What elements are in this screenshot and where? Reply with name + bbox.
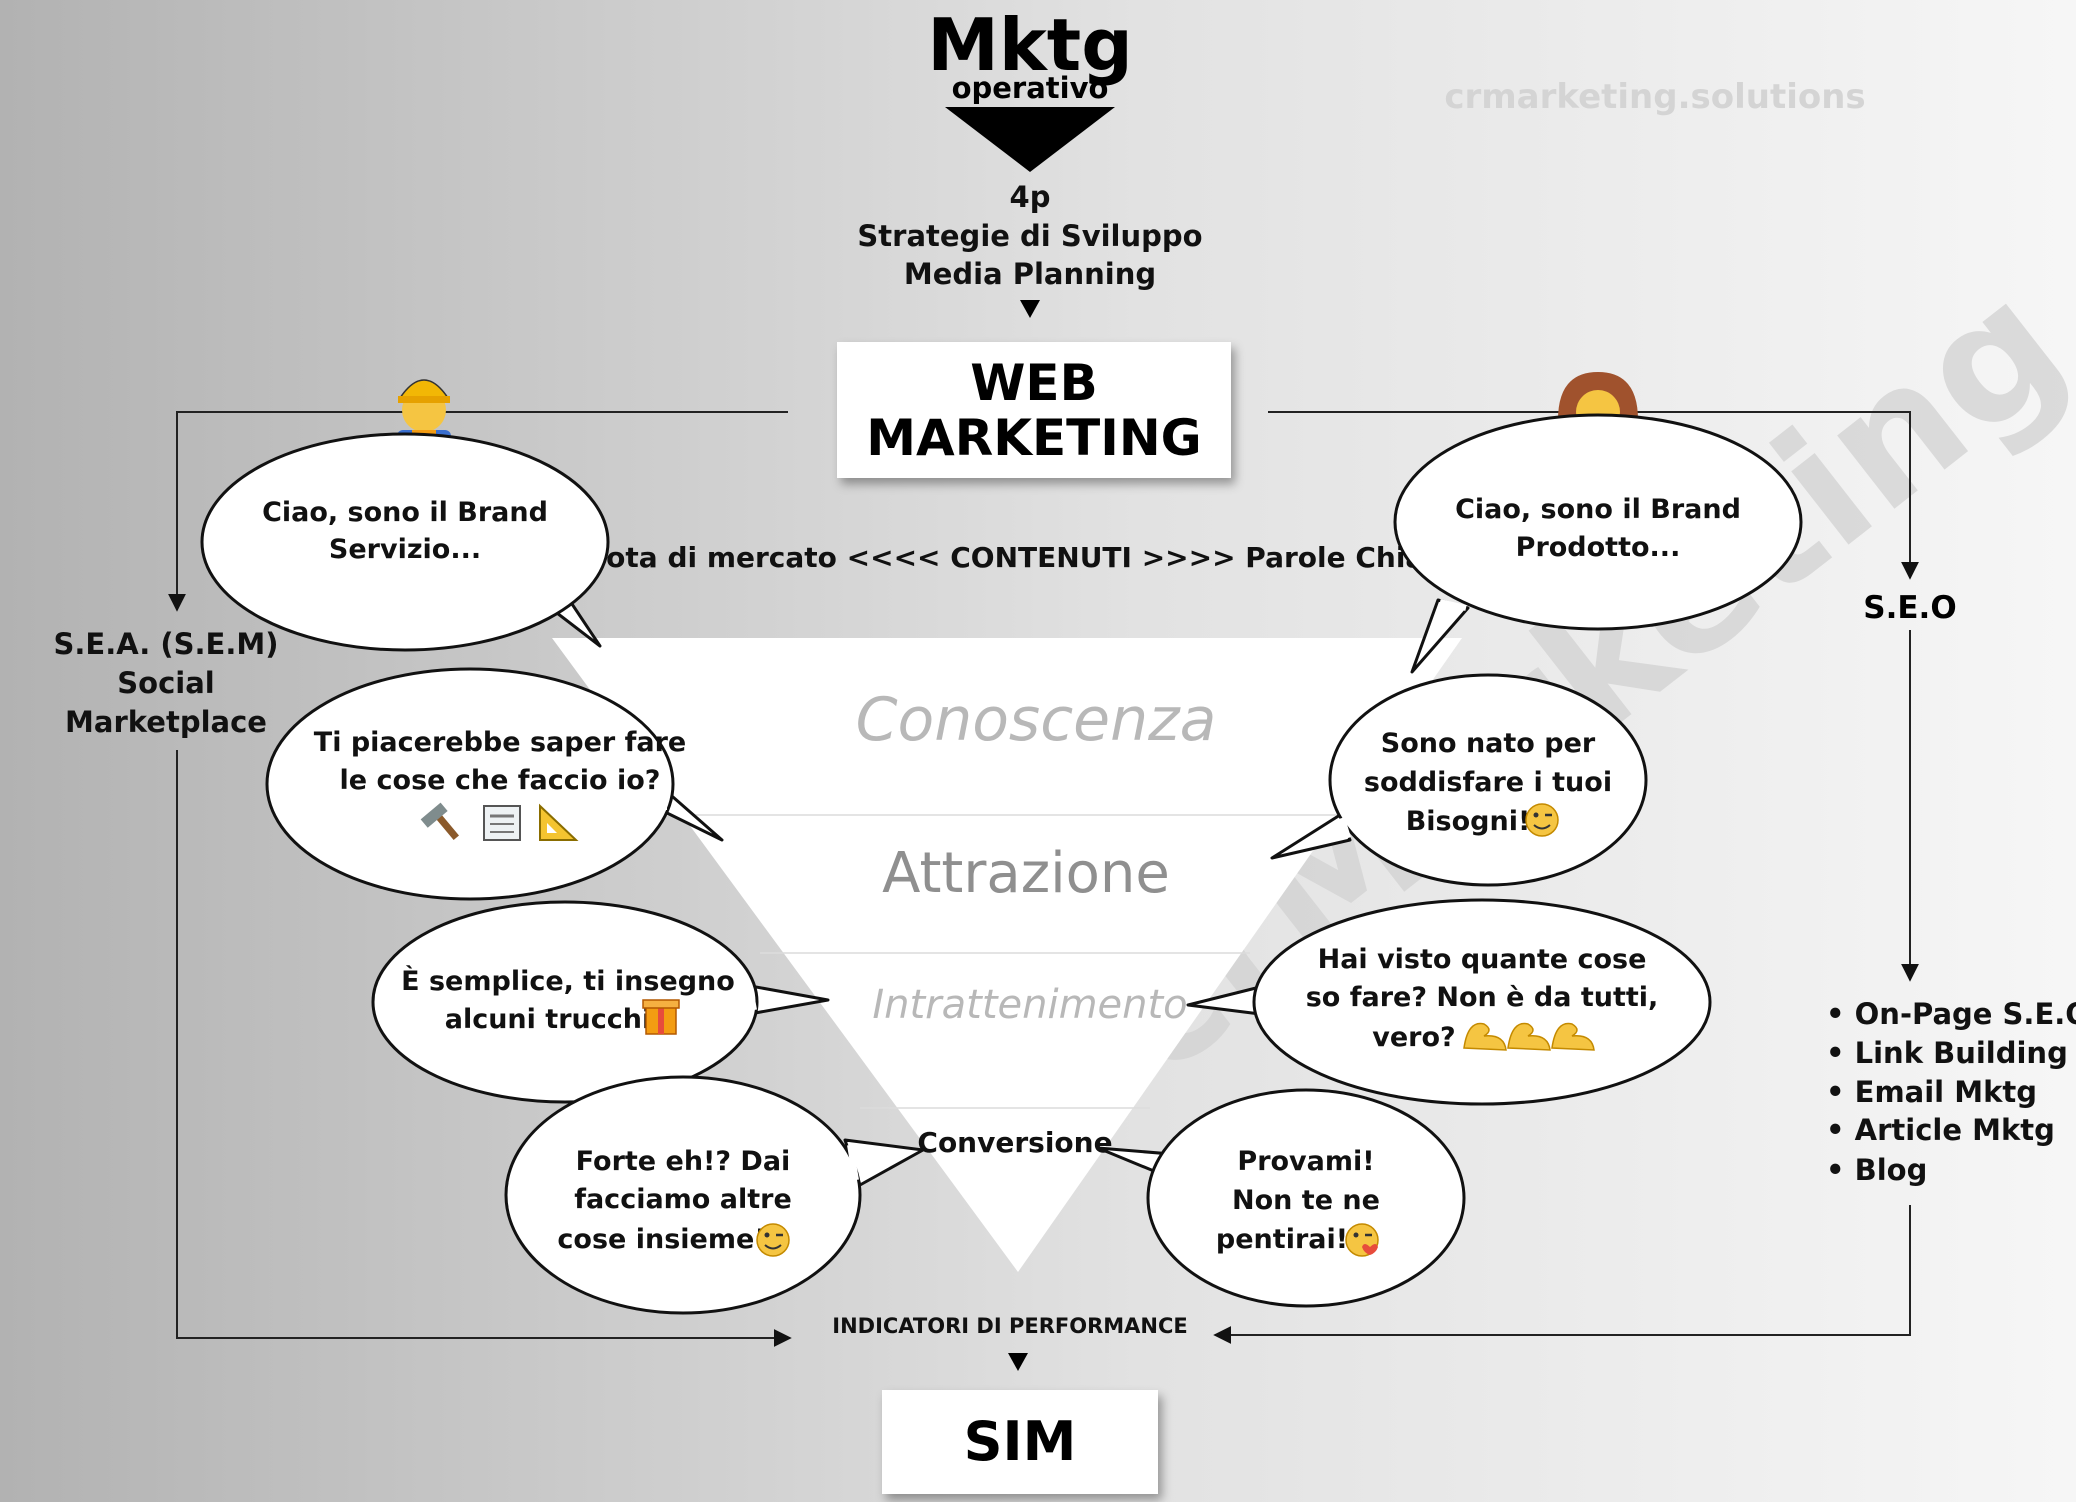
svg-text:Bisogni!: Bisogni! (1406, 806, 1531, 837)
connector-right-top (1268, 411, 1919, 580)
left-bubble-3: È semplice, ti insegno alcuni trucchi (371, 900, 830, 1104)
stage-conversione: Conversione (917, 1126, 1112, 1159)
svg-text:soddisfare i tuoi: soddisfare i tuoi (1364, 767, 1612, 798)
tagline: Quota di mercato <<<< CONTENUTI >>>> Par… (562, 541, 1461, 574)
web-marketing-box: WEB MARKETING (837, 342, 1231, 478)
left-bubble-4: Forte eh!? Dai facciamo altre cose insie… (504, 1075, 925, 1315)
funnel: Conoscenza Attrazione Intrattenimento Co… (552, 638, 1462, 1272)
web-marketing-line-1: WEB (970, 354, 1097, 412)
right-channel: S.E.O • On-Page S.E.O. • Link Building •… (1826, 590, 2076, 1187)
svg-text:Non te ne: Non te ne (1232, 1185, 1380, 1216)
seo-item: • Blog (1826, 1153, 1927, 1187)
svg-text:È semplice, ti insegno: È semplice, ti insegno (401, 965, 735, 997)
funnel-shape (552, 638, 1462, 1272)
connectors (168, 411, 1919, 1347)
left-channel-line-3: Marketplace (65, 705, 267, 739)
svg-text:alcuni trucchi: alcuni trucchi (445, 1004, 652, 1035)
header-arrow (945, 107, 1115, 172)
intro-arrow (1020, 300, 1040, 318)
svg-text:Provami!: Provami! (1237, 1146, 1374, 1177)
seo-item: • Article Mktg (1826, 1113, 2055, 1147)
kiss-icon (1345, 1223, 1379, 1257)
seo-item: • Link Building (1826, 1036, 2068, 1070)
left-bubble-1: Ciao, sono il Brand Servizio... (200, 432, 610, 652)
left-channel-line-1: S.E.A. (S.E.M) (54, 627, 279, 661)
svg-text:Forte eh!? Dai: Forte eh!? Dai (576, 1146, 791, 1177)
triangle-ruler-icon (539, 803, 579, 841)
svg-text:pentirai!: pentirai! (1216, 1224, 1348, 1255)
intro-line-1: 4p (1010, 180, 1051, 214)
header-title: Mktg (927, 3, 1133, 87)
seo-item: • On-Page S.E.O. (1826, 997, 2076, 1031)
svg-text:Servizio...: Servizio... (329, 534, 481, 565)
intro-line-3: Media Planning (904, 257, 1156, 291)
connector-left-top (168, 411, 788, 612)
svg-text:vero?: vero? (1372, 1022, 1455, 1053)
left-channel: S.E.A. (S.E.M) Social Marketplace (54, 627, 279, 739)
svg-text:le cose che faccio io?: le cose che faccio io? (340, 765, 661, 796)
stage-attrazione: Attrazione (882, 841, 1170, 906)
right-bubble-4: Provami! Non te ne pentirai! (1096, 1088, 1466, 1308)
wink-icon (1525, 803, 1559, 837)
flexed-biceps-icon (1463, 1022, 1595, 1051)
stage-conoscenza: Conoscenza (856, 685, 1217, 755)
right-bubble-2: Sono nato per soddisfare i tuoi Bisogni! (1270, 673, 1648, 887)
right-bubble-1: Ciao, sono il Brand Prodotto... (1393, 413, 1803, 674)
website-label: crmarketing.solutions (1444, 77, 1865, 117)
seo-list: • On-Page S.E.O. • Link Building • Email… (1826, 997, 2076, 1187)
left-bubble-2: Ti piacerebbe saper fare le cose che fac… (265, 667, 724, 901)
sim-box-bg (882, 1390, 1158, 1494)
sim-box-label: SIM (964, 1410, 1077, 1473)
svg-text:Sono nato per: Sono nato per (1381, 728, 1596, 759)
svg-text:Ciao, sono il Brand: Ciao, sono il Brand (262, 497, 548, 528)
indicators-label: INDICATORI DI PERFORMANCE (832, 1314, 1187, 1338)
right-bubble-3: Hai visto quante cose so fare? Non è da … (1186, 898, 1712, 1106)
wink-icon (756, 1223, 790, 1257)
svg-text:Ti piacerebbe saper fare: Ti piacerebbe saper fare (314, 727, 686, 758)
svg-text:cose insieme!: cose insieme! (557, 1224, 766, 1255)
connector-left-bottom (176, 750, 792, 1347)
right-channel-title: S.E.O (1863, 590, 1956, 626)
hammer-icon (420, 802, 459, 840)
header-subtitle: operativo (952, 71, 1109, 105)
bottom-section: INDICATORI DI PERFORMANCE SIM (832, 1314, 1188, 1494)
web-marketing-line-2: MARKETING (866, 409, 1201, 467)
svg-text:so fare? Non è da tutti,: so fare? Non è da tutti, (1306, 982, 1659, 1013)
left-channel-line-2: Social (117, 666, 214, 700)
svg-text:Ciao, sono il Brand: Ciao, sono il Brand (1455, 494, 1741, 525)
seo-item: • Email Mktg (1826, 1075, 2037, 1109)
gift-icon (642, 999, 680, 1035)
intro-lines: 4p Strategie di Sviluppo Media Planning (857, 180, 1203, 318)
connector-right-bottom (1213, 1205, 1911, 1344)
intro-line-2: Strategie di Sviluppo (857, 219, 1202, 253)
svg-text:Hai visto quante cose: Hai visto quante cose (1318, 944, 1647, 975)
web-marketing-box-bg (837, 342, 1231, 478)
svg-text:facciamo altre: facciamo altre (574, 1184, 792, 1215)
stage-intrattenimento: Intrattenimento (872, 982, 1187, 1028)
indicators-arrow (1008, 1353, 1028, 1371)
header: Mktg operativo (927, 3, 1133, 172)
svg-text:Prodotto...: Prodotto... (1516, 532, 1681, 563)
newspaper-icon (483, 805, 521, 841)
